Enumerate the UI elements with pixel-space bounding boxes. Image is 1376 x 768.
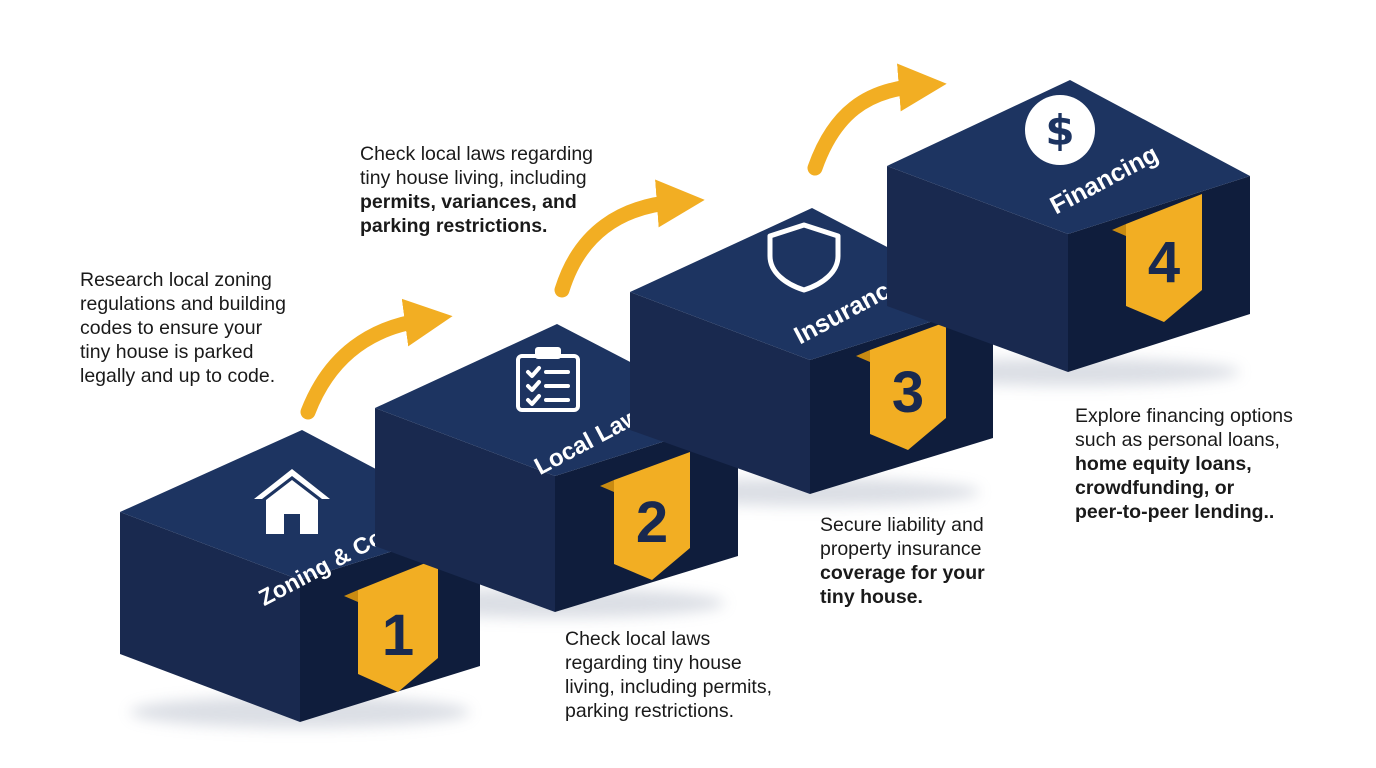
arrow-3-to-4 [807, 63, 947, 176]
block-1-left-face [120, 512, 300, 722]
badge-2-fold [600, 480, 614, 492]
step-number-3: 3 [892, 360, 924, 425]
badge-3-fold [856, 350, 870, 362]
description-line: Secure liability and [820, 514, 984, 536]
description-line: peer-to-peer lending.. [1075, 501, 1275, 523]
step-number-1: 1 [382, 603, 414, 668]
description-line: permits, variances, and [360, 191, 577, 213]
description-line: Research local zoning [80, 269, 272, 291]
description-line: crowdfunding, or [1075, 477, 1235, 499]
step-number-4: 4 [1148, 230, 1180, 295]
svg-text:$: $ [1045, 106, 1074, 155]
arrow-2-to-3 [554, 179, 705, 298]
description-line: property insurance [820, 538, 982, 560]
clipboard-checklist-icon [516, 347, 580, 412]
arrow-1-to-2 [300, 298, 453, 420]
block-4-left-face [887, 166, 1068, 372]
badge-3-body [870, 322, 946, 450]
badge-4-fold [1112, 224, 1126, 236]
block-3-left-face [630, 292, 810, 494]
description-line: Explore financing options [1075, 405, 1293, 427]
block-3-top-face [630, 208, 993, 360]
description-line: tiny house. [820, 586, 923, 608]
badge-1-fold [344, 590, 358, 602]
step-badge-3: 3 [856, 322, 946, 450]
description-line: tiny house is parked [80, 341, 254, 363]
description-line: legally and up to code. [80, 365, 276, 387]
badge-4-body [1126, 194, 1202, 322]
step-badge-1: 1 [344, 558, 438, 692]
badge-2-body [614, 452, 690, 580]
connector-arrows [300, 63, 947, 420]
step-block-4: $ Financing 4 [887, 80, 1250, 372]
dollar-coin-icon: $ [1025, 95, 1095, 165]
step-badge-2: 2 [600, 452, 690, 580]
badge-1-body [358, 558, 438, 692]
step-badge-4: 4 [1112, 194, 1202, 322]
description-line: codes to ensure your [80, 317, 263, 339]
step-block-1: Zoning & Codes 1 [120, 430, 480, 722]
description-line: regarding tiny house [565, 652, 742, 674]
description-line: coverage for your [820, 562, 985, 584]
step-number-2: 2 [636, 490, 668, 555]
description-line: such as personal loans, [1075, 429, 1280, 451]
description-line: living, including permits, [565, 676, 773, 698]
description-line: parking restrictions. [565, 700, 735, 722]
description-line: tiny house living, including [360, 167, 587, 189]
house-icon [254, 469, 330, 534]
description-line: Check local laws [565, 628, 711, 650]
step-block-3: Insurance 3 [630, 208, 993, 494]
description-line: Check local laws regarding [360, 143, 594, 165]
description-line: regulations and building [80, 293, 286, 315]
description-line: home equity loans, [1075, 453, 1252, 475]
shield-icon [767, 222, 841, 293]
description-line: parking restrictions. [360, 215, 548, 237]
